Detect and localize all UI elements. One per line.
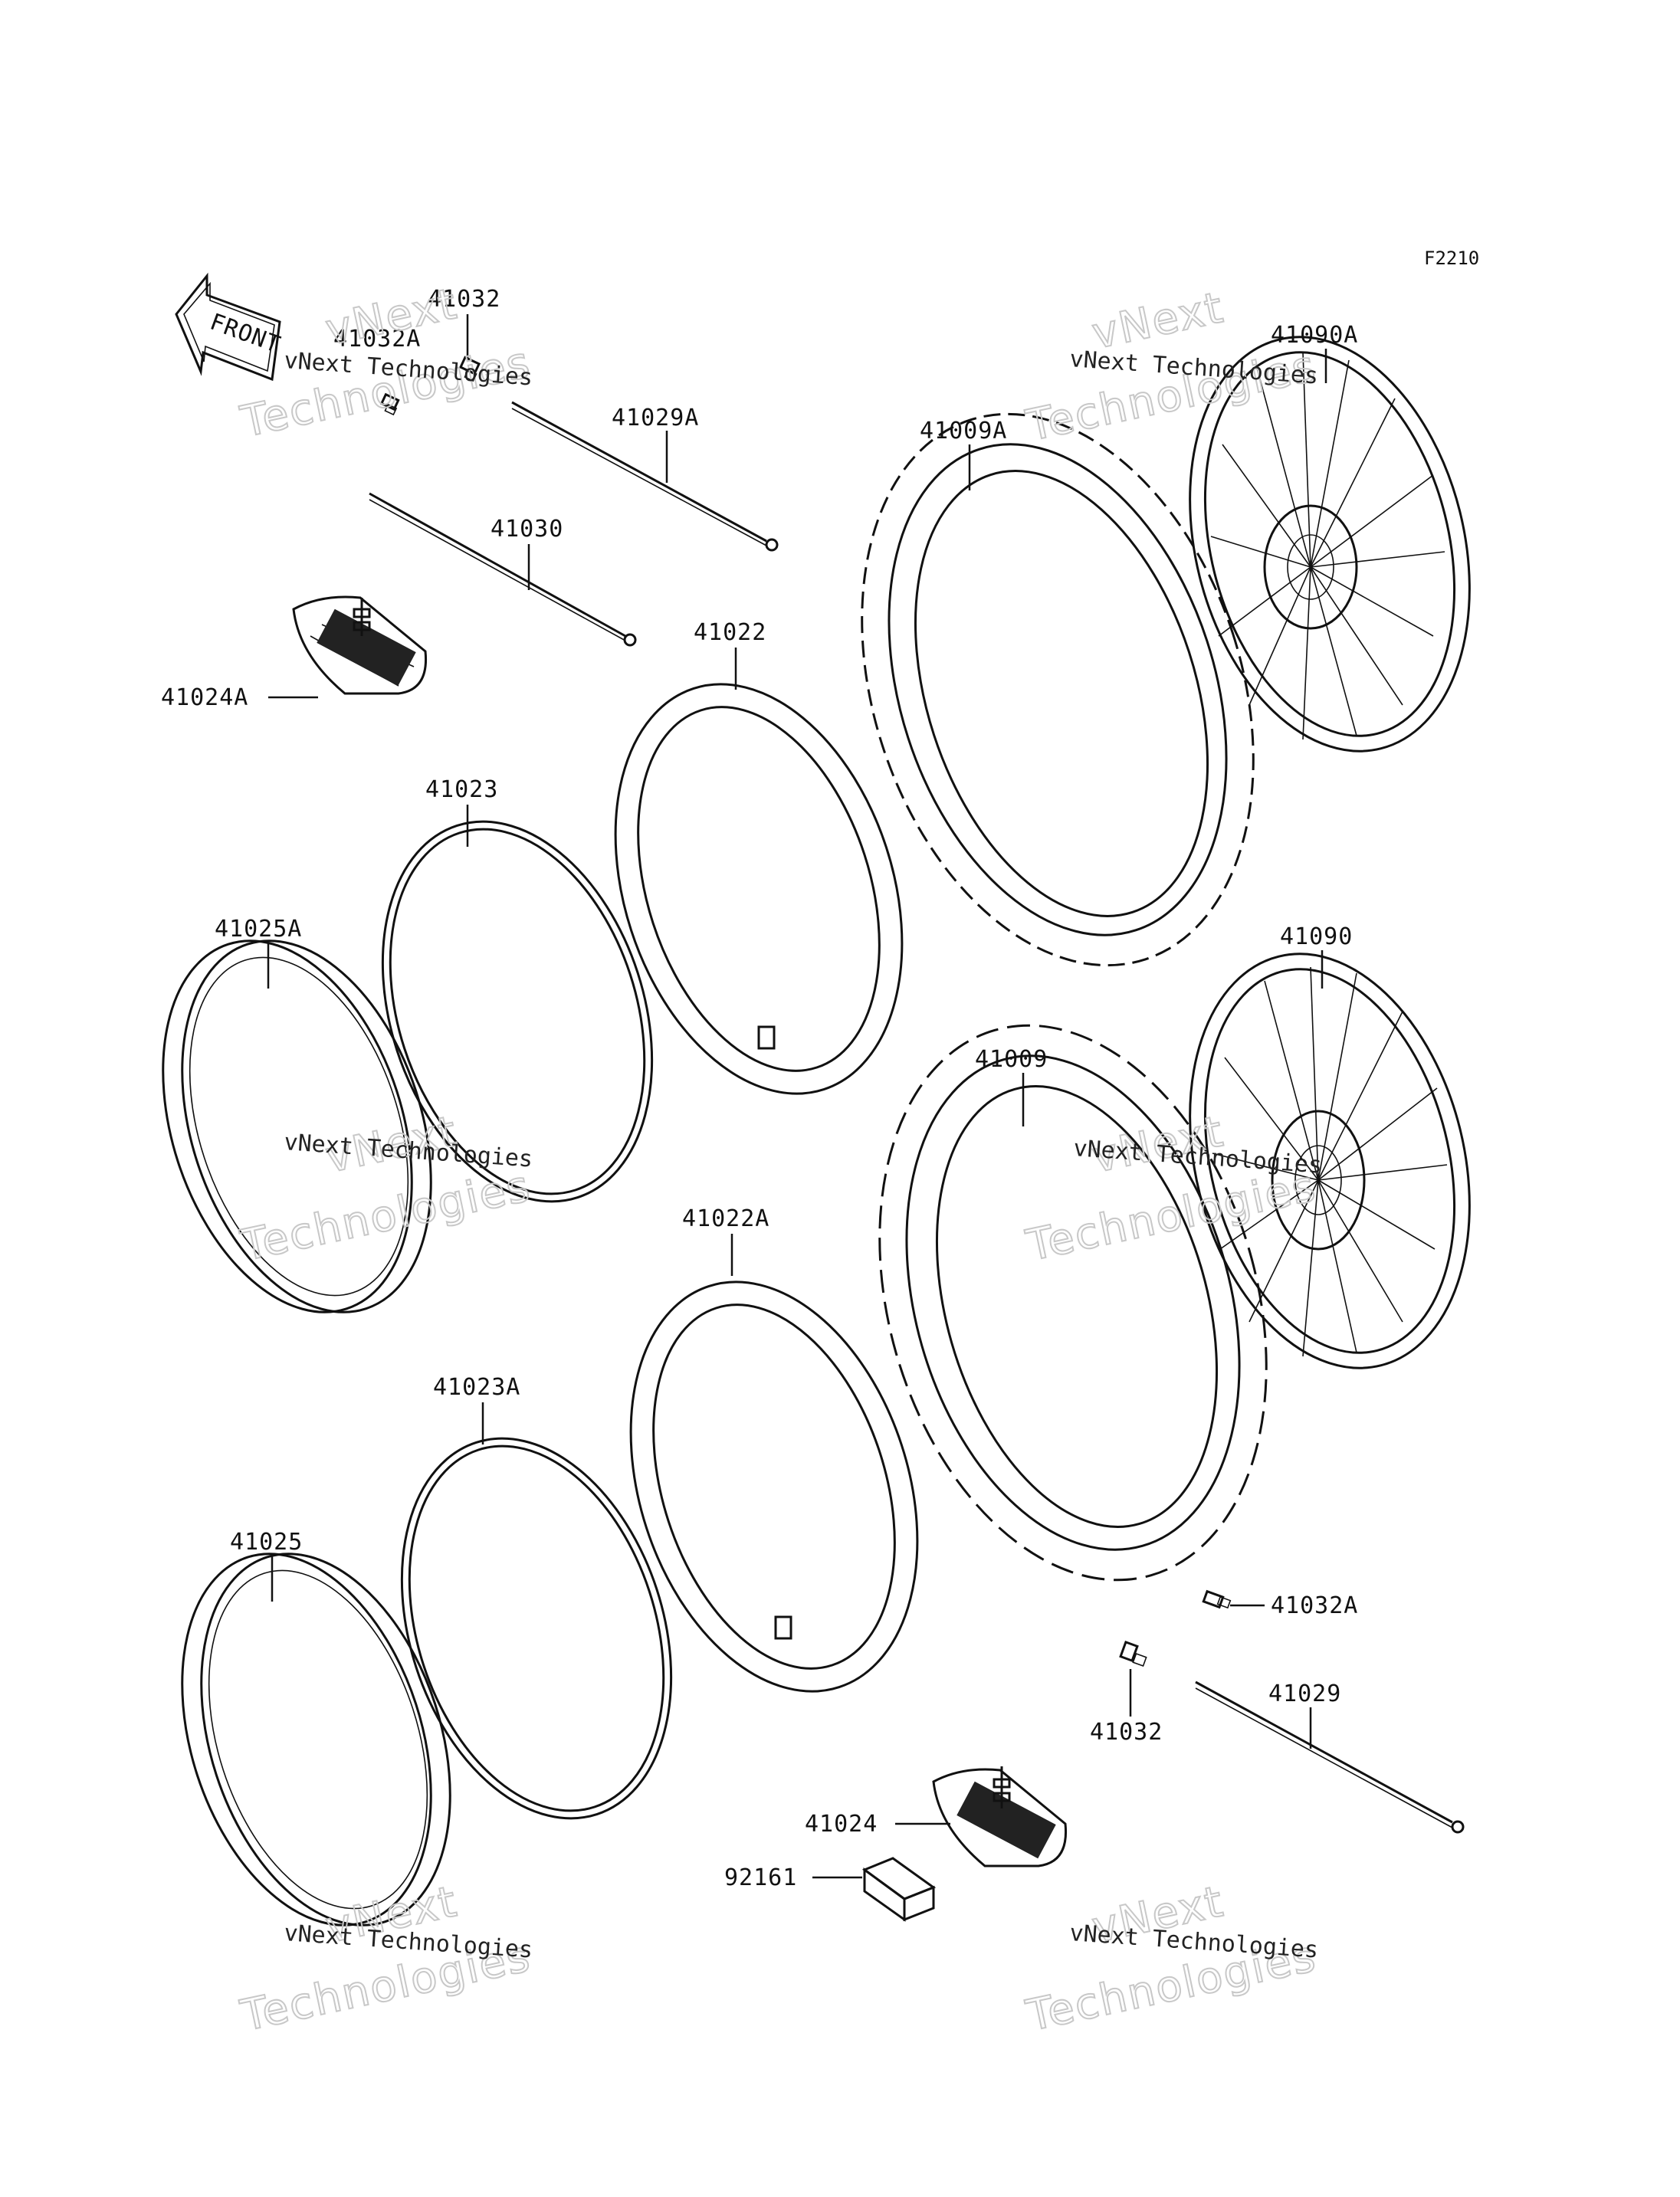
- label-41029: 41029: [1268, 1681, 1341, 1707]
- label-41029A: 41029A: [612, 405, 699, 431]
- rim-41025: [181, 1553, 451, 1926]
- watermark-top-right: vNext Technologies vNext Technologies: [1021, 282, 1321, 452]
- rim-band-41024A: [292, 595, 428, 695]
- label-41032A: 41032A: [333, 326, 421, 353]
- label-41025A: 41025A: [215, 916, 302, 943]
- label-41025: 41025: [230, 1529, 303, 1556]
- svg-text:Technologies: Technologies: [236, 1161, 535, 1271]
- tube-41022A: [629, 1280, 919, 1693]
- label-41009A: 41009A: [920, 418, 1007, 444]
- nipple-41032-bottom: [1119, 1640, 1147, 1667]
- label-41032A-2: 41032A: [1271, 1592, 1358, 1619]
- rim-strip-41023: [381, 820, 654, 1203]
- rim-41025A: [162, 939, 432, 1313]
- watermark-mid-left: vNext Technologies vNext Technologies: [235, 1106, 536, 1272]
- label-41030: 41030: [491, 516, 563, 543]
- front-arrow-icon: FRONT: [175, 272, 284, 382]
- label-41090A: 41090A: [1271, 322, 1358, 349]
- watermark-bottom-right: vNext Technologies vNext Technologies: [1021, 1876, 1321, 2042]
- nipple-41032A-top: [379, 392, 400, 416]
- figure-code: F2210: [1424, 248, 1479, 269]
- nipple-41032A-bottom: [1202, 1589, 1232, 1609]
- svg-text:Technologies: Technologies: [1022, 1161, 1321, 1271]
- label-41009: 41009: [975, 1046, 1048, 1073]
- rim-band-41024: [932, 1766, 1068, 1867]
- tire-41009: [878, 1024, 1268, 1582]
- label-41090: 41090: [1280, 923, 1353, 950]
- watermark-mid-right: vNext Technologies vNext Technologies: [1021, 1106, 1323, 1272]
- label-41024A: 41024A: [161, 684, 248, 711]
- leader-lines: [267, 314, 1327, 1879]
- spoke-41030: [369, 492, 637, 647]
- label-41022A: 41022A: [682, 1205, 769, 1232]
- rim-strip-41023A: [400, 1437, 673, 1820]
- block-92161: [861, 1857, 937, 1922]
- label-41032-2: 41032: [1090, 1719, 1163, 1746]
- label-41032: 41032: [428, 286, 500, 313]
- spoke-41029: [1195, 1681, 1465, 1834]
- spoke-41029A: [511, 401, 779, 552]
- label-41022: 41022: [694, 619, 766, 646]
- tire-41009A: [861, 412, 1255, 967]
- label-92161: 92161: [724, 1864, 797, 1891]
- tube-41022: [614, 683, 904, 1095]
- label-41023: 41023: [425, 776, 498, 803]
- wheel-41090A: [1189, 336, 1471, 753]
- part-labels: 41032 41032A 41029A 41030 41024A 41022 4…: [161, 286, 1358, 1891]
- label-41023A: 41023A: [433, 1374, 520, 1401]
- nipple-41032-top: [458, 356, 481, 382]
- label-41024: 41024: [805, 1811, 878, 1838]
